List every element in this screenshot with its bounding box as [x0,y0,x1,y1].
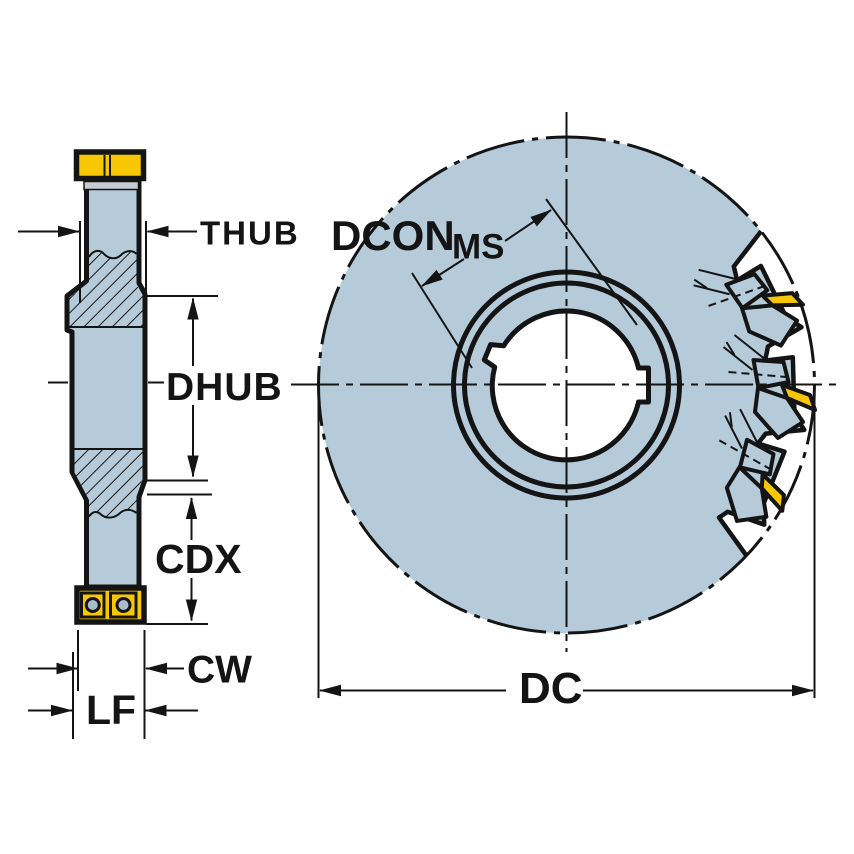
dcon-arrow-2 [421,258,465,287]
side-screw-hole-left [84,597,101,613]
side-hub-hatch-upper [69,250,143,326]
front-view: DCON MS DC [291,112,838,713]
cdx-label: CDX [155,536,242,582]
side-body [64,178,148,590]
dcon-tangent-line-2 [411,272,473,369]
dcon-sub-label: MS [452,228,505,267]
dcon-label: DCON [331,212,455,259]
side-screw-hole-right [115,597,132,613]
tooth-lower [718,408,786,523]
dcon-arrow-1 [504,209,552,242]
side-hub-hatch-lower-wave [88,508,138,519]
side-hub-hatch-lower [74,450,143,518]
tooth-upper [693,268,805,348]
dhub-label: DHUB [166,366,283,409]
lf-label: LF [86,687,136,733]
tooth-middle [722,334,817,440]
dc-label: DC [519,664,583,713]
side-dimensions: THUB DHUB CDX CW LF [18,215,300,739]
dcon-tangent-line-1 [545,198,638,326]
side-view [48,149,164,625]
side-hub-hatch-upper-wave [88,249,138,260]
side-top-seat [83,180,140,191]
thub-label: THUB [200,215,300,252]
cw-label: CW [187,649,252,692]
